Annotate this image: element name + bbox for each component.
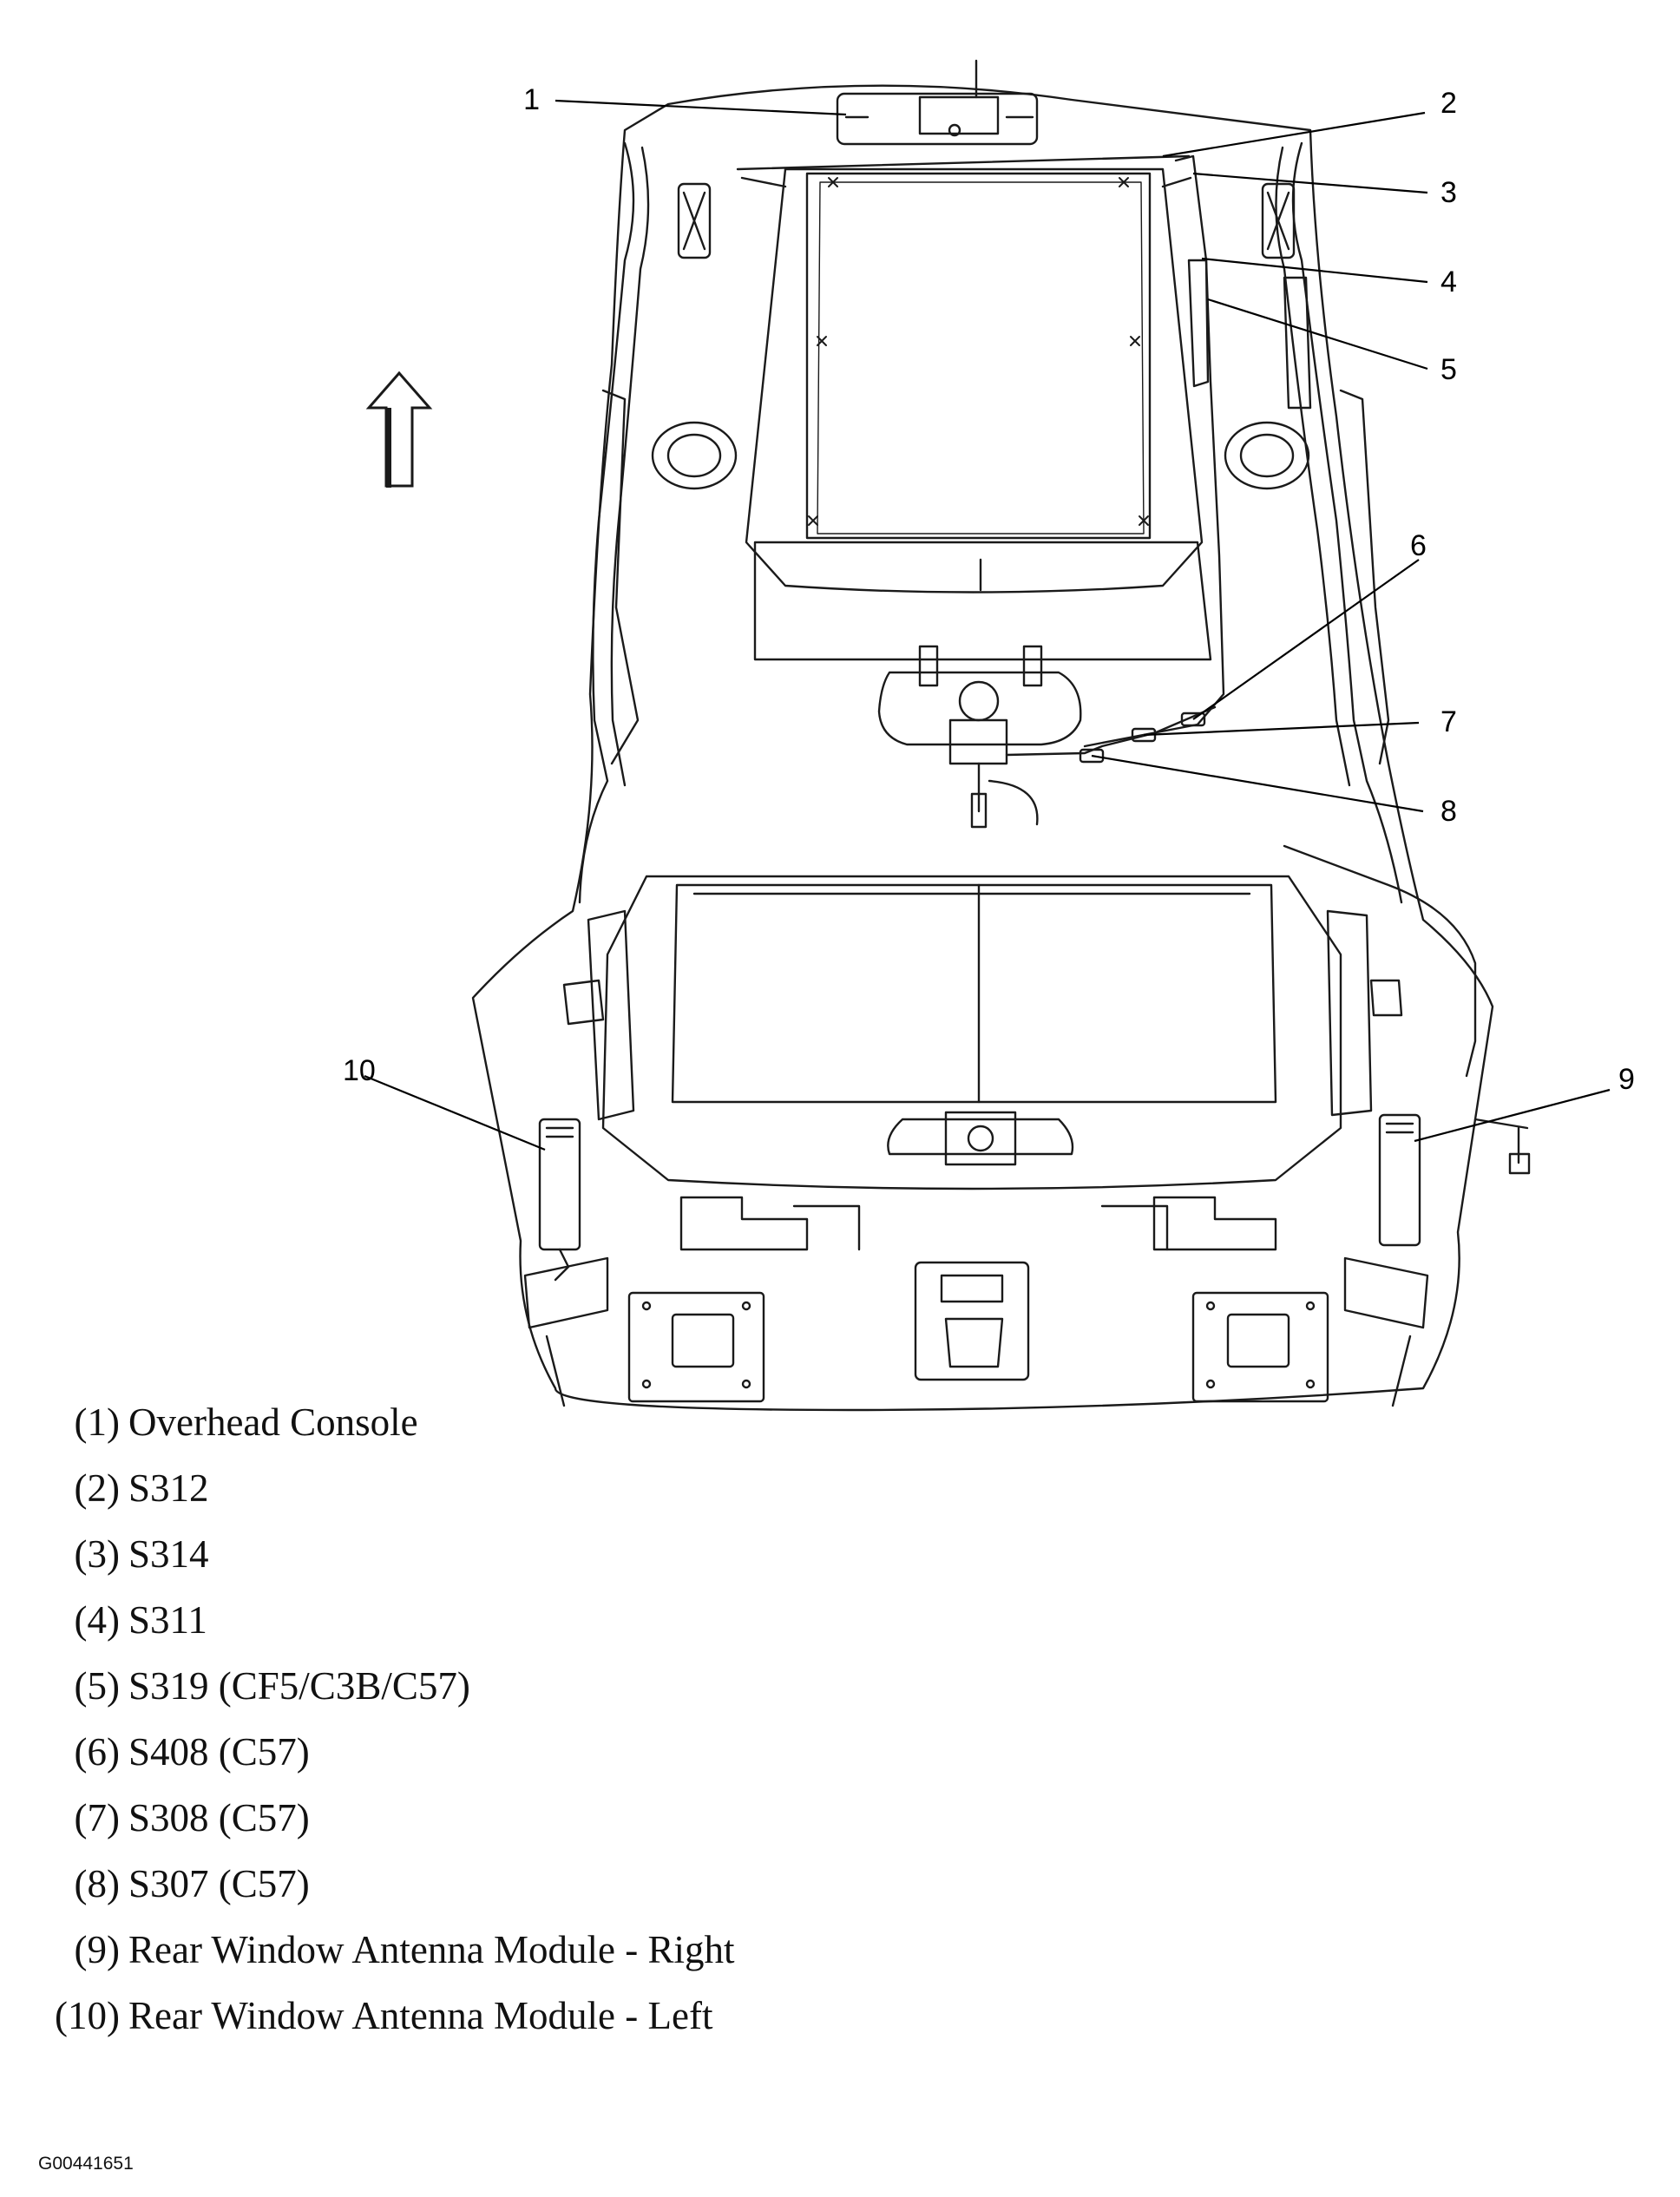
legend-number: (4) [74,1598,120,1642]
callout-number: 2 [1440,87,1457,120]
rear-center-dome-lamp [887,1111,1074,1166]
overhead-console [836,59,1039,146]
sunroof-glass-panel [805,172,1152,540]
legend-number: (6) [74,1730,120,1774]
legend-number: (5) [74,1664,120,1708]
rear-right-wire-harness [1283,844,1477,1078]
rear-roof-panel [671,883,1277,1104]
legend-label: S307 (C57) [128,1862,310,1905]
legend-label: Overhead Console [128,1400,418,1444]
right-rear-bracket [1191,1291,1329,1403]
legend-label: S319 (CF5/C3B/C57) [128,1664,470,1708]
callout-number: 6 [1410,529,1427,562]
right-front-visor-clip [1261,182,1296,259]
legend-number: (7) [74,1796,120,1840]
headliner-outline [471,84,1494,1412]
center-wire-harness [1005,705,1217,757]
front-sunroof-opening [745,167,1204,594]
callout-number: 9 [1618,1063,1635,1096]
legend-number: (9) [74,1928,120,1971]
sunroof-mounting-marks [808,177,1149,526]
sunroof-control-module [877,645,1082,829]
left-front-visor-clip [677,182,712,259]
left-side-dome-lamp [651,421,738,490]
legend-number: (10) [55,1994,120,2037]
left-rear-window-antenna-module [538,1118,581,1282]
rear-roof-section [601,875,1342,1190]
callout-leader-lines [364,99,1611,1151]
legend-label: S314 [128,1532,209,1576]
callout-number: 1 [523,83,540,116]
legend-label: S312 [128,1466,209,1510]
left-c-pillar-trim [601,389,640,765]
legend-label: S311 [128,1598,207,1642]
left-pillar-trim [578,141,635,904]
legend-label: S308 (C57) [128,1796,310,1840]
callout-number: 3 [1440,176,1457,209]
callout-number: 7 [1440,705,1457,738]
up-arrow-icon [365,371,433,488]
rear-handle-recesses [679,1196,1277,1251]
right-c-pillar-trim [1339,389,1390,765]
left-rear-bracket [627,1291,765,1403]
legend-label: Rear Window Antenna Module - Left [128,1994,713,2037]
callout-number: 10 [343,1054,376,1087]
legend-number: (1) [74,1400,120,1444]
right-wire-harness [1083,154,1225,748]
splice-s408 [1180,712,1206,727]
callout-number: 5 [1440,353,1457,386]
headliner-wiring-diagram: 1 2 3 4 5 6 7 8 9 10 [343,59,1635,1412]
right-pillar-trim [1291,141,1403,904]
legend-label: Rear Window Antenna Module - Right [128,1928,735,1971]
callout-number: 8 [1440,795,1457,828]
legend-number: (8) [74,1862,120,1905]
right-rear-window-antenna-module [1378,1113,1421,1247]
rear-center-lamp-bracket [914,1261,1030,1381]
legend-label: S408 (C57) [128,1730,310,1774]
legend-number: (3) [74,1532,120,1576]
callout-number: 4 [1440,266,1457,298]
splice-s307 [1079,748,1105,764]
right-side-dome-lamp [1224,421,1310,490]
legend-number: (2) [74,1466,120,1510]
figure-id: G00441651 [38,2154,134,2174]
